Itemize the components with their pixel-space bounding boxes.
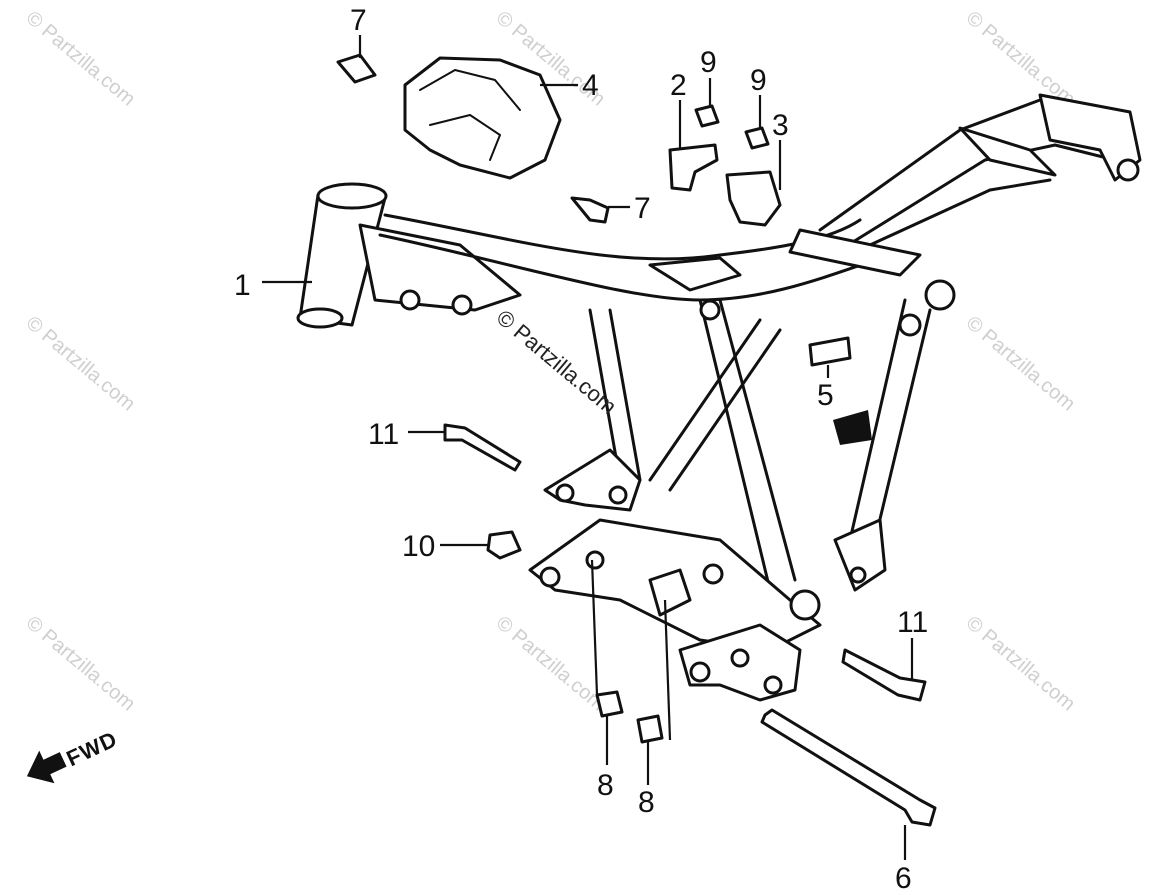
down-tube-front-2 — [608, 308, 642, 482]
part-4-cover — [403, 56, 562, 180]
head-tube-bottom — [296, 307, 344, 329]
callout-7-mid: 7 — [634, 192, 651, 225]
part-4-detail-2 — [429, 114, 501, 161]
frame-body — [296, 93, 1142, 702]
pivot-hole-2 — [730, 648, 750, 668]
callout-8-left: 8 — [597, 769, 614, 802]
pivot-hole-3 — [763, 675, 783, 695]
fwd-indicator: FWD — [26, 726, 122, 784]
part-10-nut — [486, 530, 522, 560]
brace-tube-2 — [668, 328, 782, 492]
rear-boss — [1116, 158, 1140, 182]
callouts: 1 2 3 4 5 6 7 7 8 8 9 9 10 11 11 — [234, 4, 928, 895]
part-9-nut-left — [694, 104, 720, 128]
watermark-top-left: © Partzilla.com — [22, 7, 139, 110]
part-4-detail-1 — [419, 69, 521, 111]
callout-2: 2 — [670, 69, 687, 102]
rear-down-tube-a — [848, 298, 907, 542]
part-3-bracket — [725, 170, 782, 227]
callout-3: 3 — [772, 109, 789, 142]
rear-rail-inner — [868, 178, 1052, 247]
callout-4: 4 — [582, 69, 599, 102]
frame-boss-top — [699, 299, 721, 321]
rear-crossmember — [958, 126, 1057, 177]
cradle-hole-3 — [702, 563, 724, 585]
callout-9-left: 9 — [700, 46, 717, 79]
center-tube-b — [718, 298, 797, 582]
hanger-hole-2 — [608, 485, 628, 505]
shock-mount — [924, 279, 956, 311]
leader-8a-to-frame — [590, 559, 599, 696]
part-7-bolt-top — [336, 53, 377, 84]
rear-bracket — [1038, 93, 1142, 182]
fwd-label: FWD — [63, 726, 122, 771]
watermark-top-right: © Partzilla.com — [962, 7, 1079, 110]
part-8-nut-right — [636, 714, 664, 744]
pivot-hole-1 — [689, 661, 711, 683]
callout-11-right: 11 — [897, 606, 928, 639]
rear-lower-hole — [849, 566, 867, 584]
head-gusset — [358, 223, 522, 312]
part-9-nut-right — [744, 126, 770, 150]
rubber-mount — [833, 410, 872, 445]
tank-mount-plate — [648, 256, 742, 292]
part-6-long-bolt — [760, 708, 937, 827]
part-2-bracket — [668, 143, 719, 192]
part-11-bolt-right — [841, 648, 927, 702]
center-watermark: © Partzilla.com — [492, 305, 622, 419]
watermark-mid-left: © Partzilla.com — [22, 312, 139, 415]
callout-11-left: 11 — [368, 418, 399, 451]
cradle-hole-1 — [539, 566, 561, 588]
down-tube-front — [588, 308, 622, 482]
cradle-hole-2 — [585, 550, 605, 570]
seat-crossmember — [788, 228, 922, 277]
hanger-hole-1 — [555, 483, 575, 503]
part-8-nut-left — [595, 690, 624, 718]
brace-tube — [648, 318, 762, 482]
mount-boss-1 — [399, 289, 421, 311]
callout-1: 1 — [234, 269, 251, 302]
leader-lines — [262, 35, 914, 860]
rear-down-tube-b — [873, 308, 932, 542]
rear-lower-bracket — [833, 518, 887, 592]
engine-hanger-front — [543, 448, 642, 512]
callout-8-right: 8 — [638, 786, 655, 819]
callout-7-top: 7 — [350, 4, 367, 37]
frame-boss-mid — [898, 313, 922, 337]
callout-10: 10 — [402, 530, 435, 563]
watermark-mid-right: © Partzilla.com — [962, 312, 1079, 415]
watermark-bottom-right: © Partzilla.com — [962, 612, 1079, 715]
watermark-bottom-center: © Partzilla.com — [492, 612, 609, 715]
part-7-bolt-mid — [570, 196, 610, 224]
part-11-bolt-left — [443, 423, 522, 472]
center-tube-a — [698, 298, 772, 592]
head-tube-top — [316, 182, 388, 210]
rear-rail-lower — [838, 143, 1137, 252]
center-bracket — [648, 568, 692, 617]
leader-8b-to-frame — [663, 599, 672, 741]
fwd-arrow-icon — [26, 750, 67, 784]
mount-boss-2 — [451, 294, 473, 316]
callout-5: 5 — [817, 379, 834, 412]
callout-6: 6 — [895, 862, 912, 895]
top-tube-lower — [378, 233, 892, 302]
watermark-bottom-left: © Partzilla.com — [22, 612, 139, 715]
callout-9-right: 9 — [750, 64, 767, 97]
swingarm-pivot — [789, 589, 821, 621]
part-5-plate — [808, 336, 852, 367]
